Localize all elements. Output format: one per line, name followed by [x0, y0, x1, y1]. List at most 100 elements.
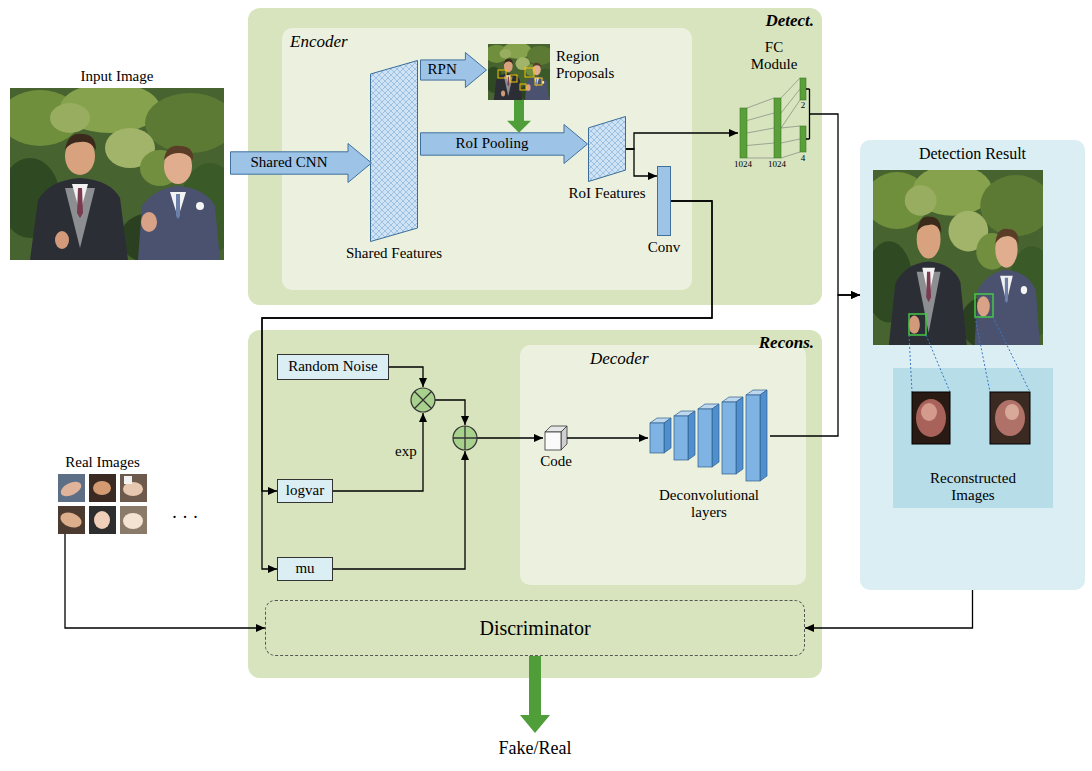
caption-holder: Encoder: [290, 32, 348, 52]
caption-holder: Region Proposals: [556, 48, 628, 83]
deconv-layer: [736, 397, 743, 474]
caption-holder: RoI Features: [508, 185, 706, 202]
node-label: Deconvolutional layers: [654, 487, 764, 522]
cube-face: [561, 426, 567, 450]
deconv-layer: [722, 402, 736, 474]
label-holder: 1024: [768, 160, 786, 170]
proposal-photo: [510, 75, 517, 82]
arrow-outline: [421, 125, 588, 164]
fc-link: [781, 78, 800, 98]
deconv-layer: [688, 411, 695, 460]
node-label: RoI Features: [508, 185, 706, 202]
fc-link: [781, 139, 800, 143]
reconstruction-box: Reconstructed Images: [893, 368, 1053, 508]
fc-link: [747, 128, 774, 133]
caption-holder: logvar: [278, 480, 332, 502]
cube-face: [545, 432, 561, 450]
node-label: Discriminator: [479, 617, 590, 640]
proposal-photo: [485, 42, 555, 101]
fc-layer: [800, 78, 806, 100]
node-label: Input Image: [0, 68, 304, 85]
annotation-label: exp: [395, 443, 417, 460]
caption-holder: Detection Result: [860, 145, 1085, 163]
node-label: Detect.: [765, 11, 814, 31]
input-image: Input Image: [10, 88, 224, 260]
reconstructed-crops: [916, 399, 946, 437]
annotation-label: 2: [801, 101, 806, 111]
reconstructed-crops: [995, 400, 1025, 436]
process-arrow: RoI Pooling: [420, 124, 588, 164]
sampling-operators: [435, 400, 465, 425]
sampling-operators: [453, 426, 477, 450]
real-image-thumbnails: [94, 511, 110, 529]
node-label: logvar: [286, 482, 324, 499]
deconv-stack: Deconvolutional layers: [648, 388, 770, 484]
result-photo: [909, 314, 926, 335]
connector: [805, 590, 973, 628]
result-photo: [975, 317, 990, 392]
real-image-thumbnails: [58, 506, 85, 534]
proposal-photo: [525, 68, 534, 77]
proposal-photo: [535, 78, 542, 85]
caption-holder: Real Images: [0, 454, 227, 471]
node-label: Fake/Real: [499, 738, 572, 759]
bar-shape: [657, 166, 671, 236]
deconv-layer: [674, 416, 688, 460]
proposal-photo: [498, 68, 542, 90]
proposal-photo: [485, 42, 555, 101]
output-label: Fake/Real: [480, 735, 590, 761]
caption-holder: Conv: [577, 239, 751, 256]
real-image-thumbnails: [123, 513, 143, 529]
decoder-panel: CodeDeconvolutional layersDecoder: [520, 345, 806, 585]
node-label: Real Images: [0, 454, 227, 471]
fc-link: [747, 143, 774, 146]
real-image-thumbnails: [58, 510, 83, 531]
real-image-thumbnails: [89, 506, 116, 534]
real-image-thumbnails: [58, 474, 85, 502]
result-panel: Reconstructed Images Detection Result: [860, 140, 1085, 590]
fc-link: [747, 113, 774, 121]
sampling-operators: [411, 388, 435, 412]
result-photo: [993, 317, 1030, 392]
proposal-photo: [520, 84, 526, 90]
sampling-operators: [333, 367, 543, 569]
caption-holder: Code: [465, 453, 647, 470]
block-arrow: [520, 656, 550, 733]
caption-holder: Shared CNN: [230, 143, 372, 183]
feature-map: Shared Features: [370, 60, 418, 242]
deconv-layer: [698, 409, 712, 467]
node-label: mu: [295, 560, 314, 577]
discriminator-box: Discriminator: [265, 600, 805, 656]
reconstructed-crops: [912, 392, 950, 444]
node-label: Conv: [577, 239, 751, 256]
caption-holder: Random Noise: [278, 355, 388, 379]
connector: [626, 133, 738, 149]
real-image-thumbnails: [123, 482, 143, 496]
fc-link: [781, 152, 800, 158]
connector: [626, 149, 657, 176]
node-label: Decoder: [590, 349, 649, 369]
reconstructed-crops: [1005, 404, 1019, 420]
proposal-photo: [498, 70, 506, 78]
sampling-operators: [477, 437, 543, 438]
feature-map: RoI Features: [588, 116, 626, 182]
node-label: Region Proposals: [556, 48, 622, 83]
node-label: RoI Pooling: [456, 135, 529, 152]
caption-holder: Fake/Real: [480, 735, 590, 761]
para-shape: [588, 116, 626, 182]
cube-shape: [545, 426, 567, 450]
caption-holder: RPN: [420, 52, 487, 88]
feature-outline: [371, 61, 418, 242]
label-holder: · · ·: [172, 508, 199, 528]
connector: [810, 114, 860, 295]
reconstructed-crops: [990, 392, 1030, 444]
result-photo: [909, 317, 1030, 392]
fc-link: [781, 89, 800, 113]
deconv-layer: [650, 423, 664, 453]
result-photo: [865, 165, 1056, 348]
stack-shape: [648, 388, 770, 484]
node-label: Encoder: [290, 32, 348, 52]
